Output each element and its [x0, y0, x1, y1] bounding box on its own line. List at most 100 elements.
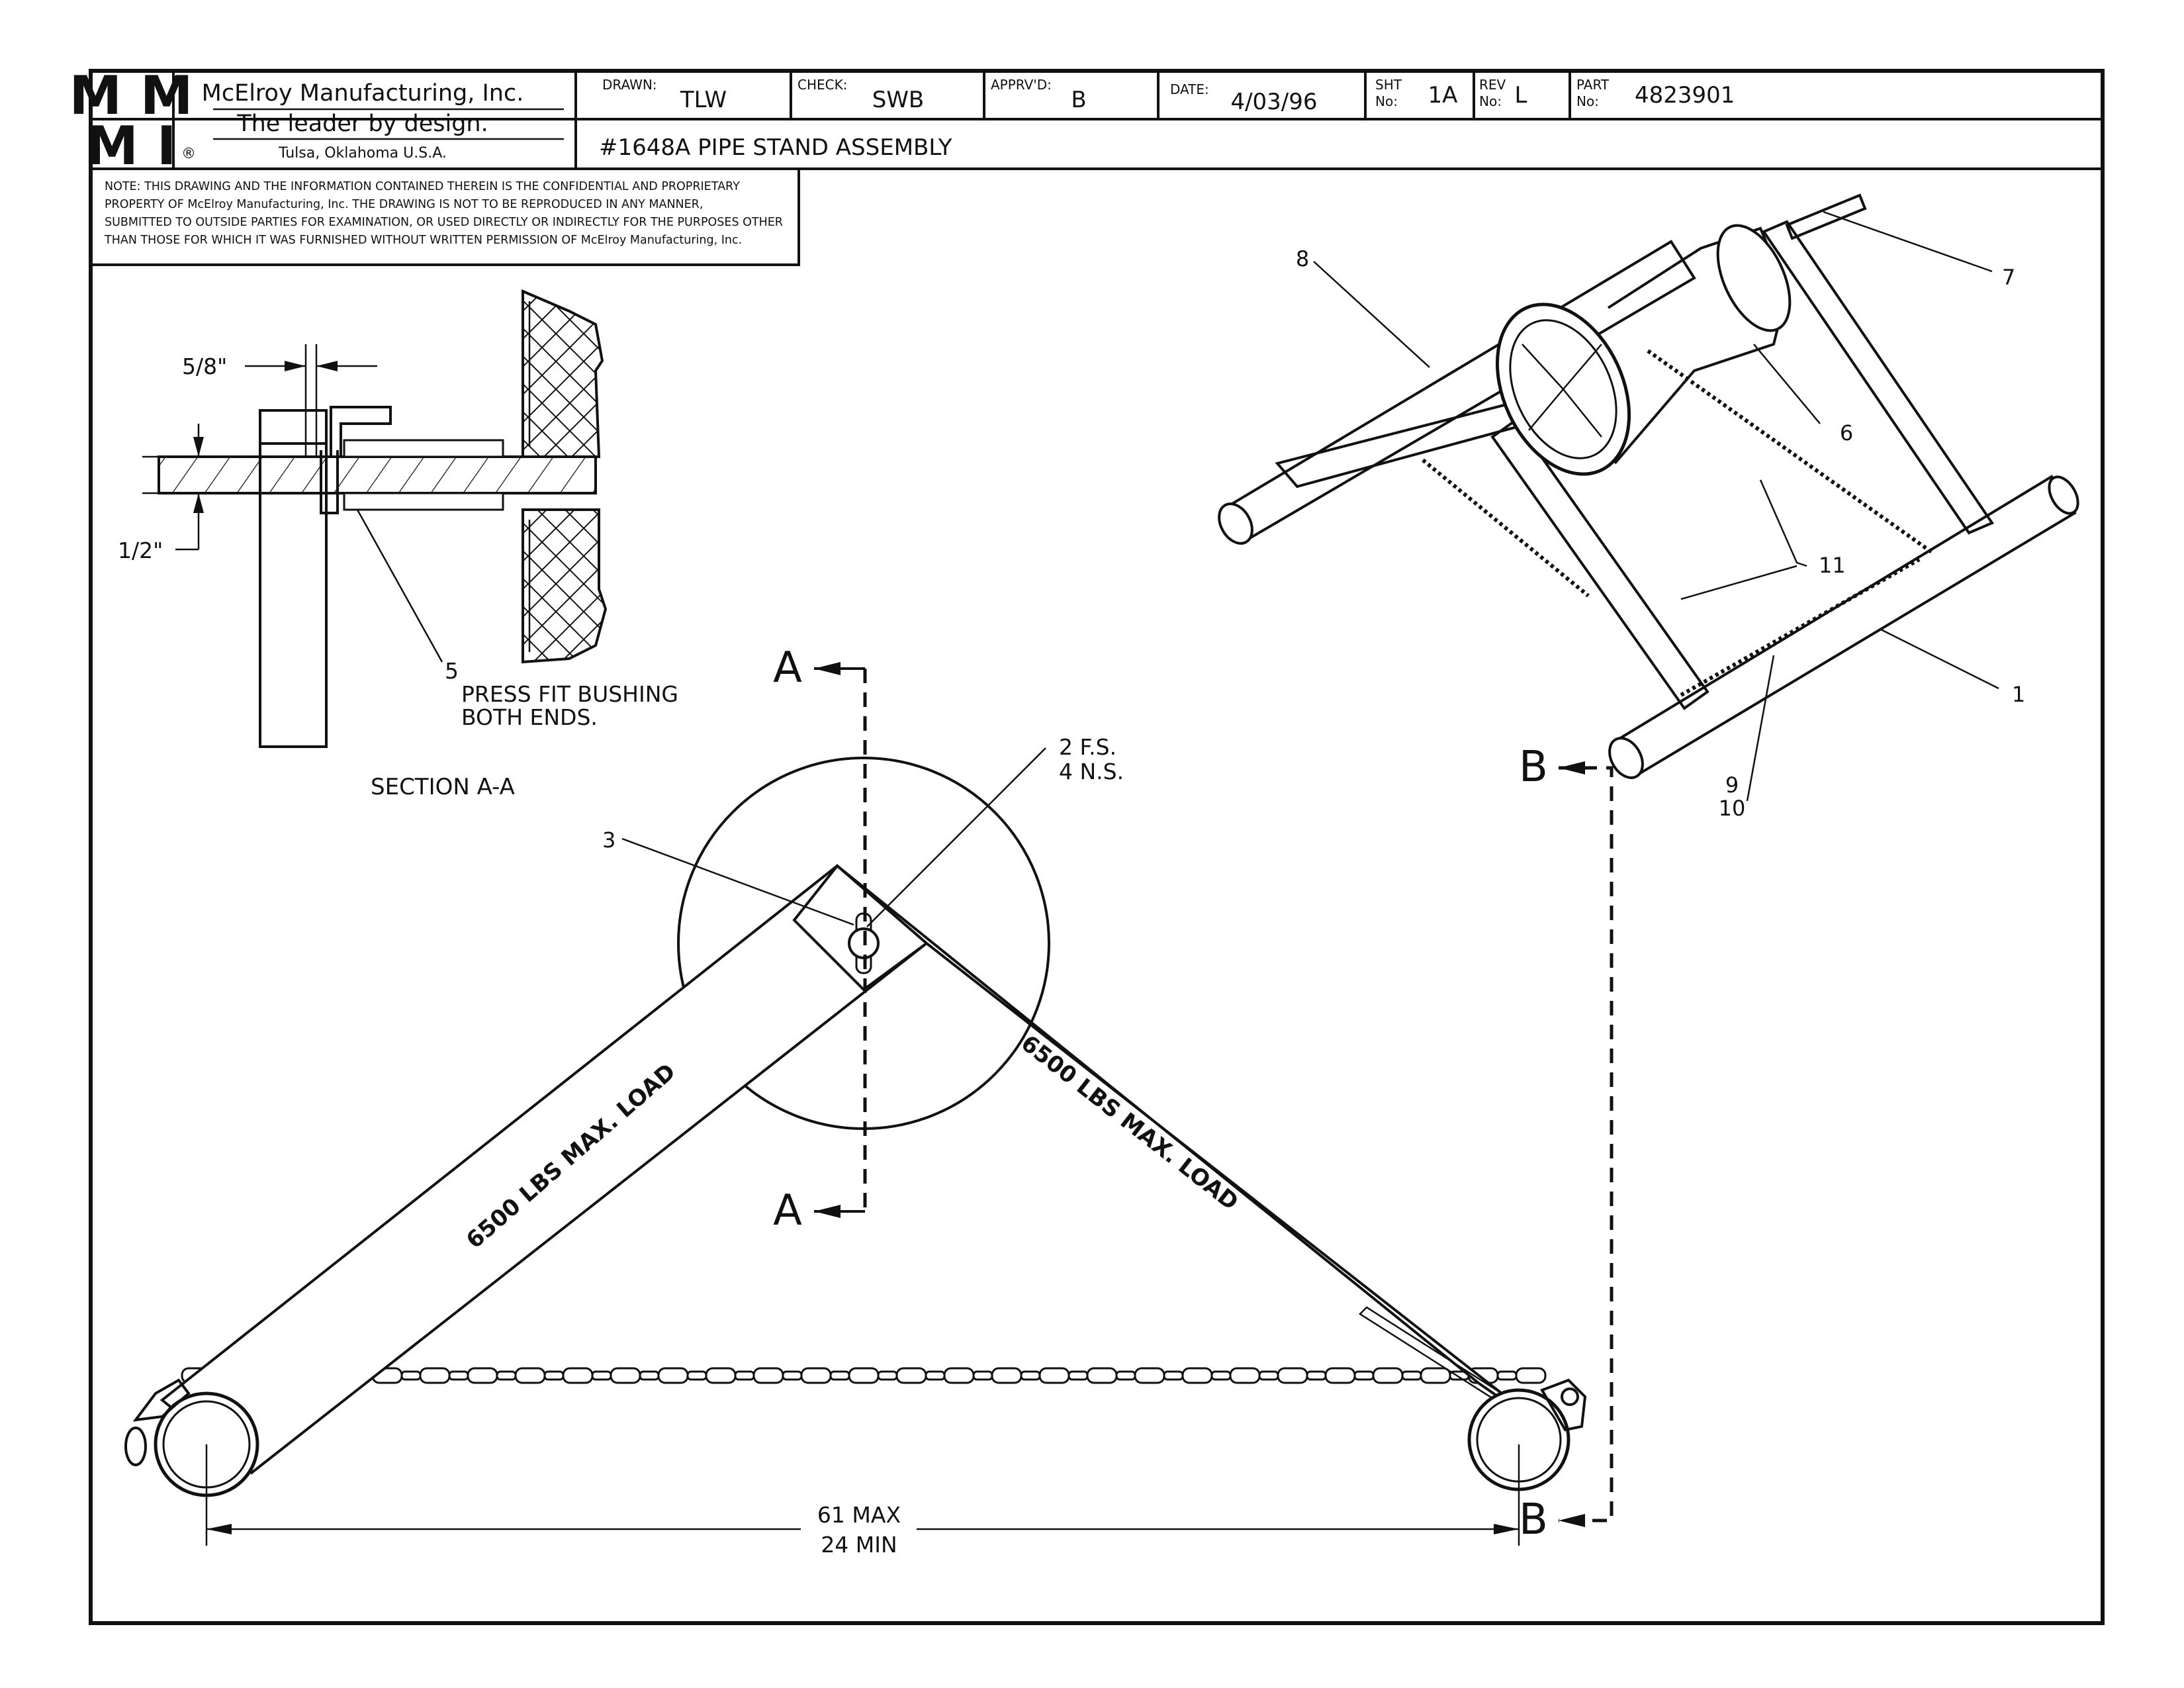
sheet-border — [89, 69, 2105, 1625]
note-line-4: THAN THOSE FOR WHICH IT WAS FURNISHED WI… — [104, 234, 742, 247]
callout-10: 10 — [1719, 796, 1746, 821]
chain-link — [800, 1367, 832, 1384]
check-value: SWB — [872, 87, 925, 113]
chain-link — [895, 1367, 927, 1384]
chain-link — [1068, 1370, 1089, 1381]
section-pin — [158, 455, 597, 494]
rev-value: L — [1515, 82, 1527, 109]
chain-link — [591, 1370, 612, 1381]
callout-5: 5 — [445, 658, 459, 684]
chain-link — [496, 1370, 517, 1381]
chain-link — [1420, 1367, 1451, 1384]
chain-link — [752, 1367, 784, 1384]
chain-link — [925, 1370, 946, 1381]
drawn-label: DRAWN: — [602, 77, 657, 93]
chain-link — [1115, 1370, 1136, 1381]
note-line-3: SUBMITTED TO OUTSIDE PARTIES FOR EXAMINA… — [105, 216, 783, 229]
chain-link — [1086, 1367, 1118, 1384]
chain-link — [610, 1367, 641, 1384]
note-line-2: PROPERTY OF McElroy Manufacturing, Inc. … — [105, 198, 703, 211]
chain-link — [448, 1370, 469, 1381]
drawn-value: TLW — [680, 87, 727, 113]
chain-link — [657, 1367, 689, 1384]
chain-link — [782, 1370, 803, 1381]
sht-label-2: No: — [1375, 93, 1398, 109]
chain-link — [877, 1370, 898, 1381]
chain-link — [972, 1370, 993, 1381]
chain-link — [686, 1370, 707, 1381]
part-number: 4823901 — [1635, 82, 1735, 109]
section-detail: 5/8" 1/2" 5 PRESS FIT BUSHING BOTH ENDS.… — [118, 289, 678, 800]
section-marker-a-top: A — [773, 643, 802, 692]
iso-chain — [1422, 349, 1934, 697]
logo-top-text: M M — [69, 65, 193, 126]
chain-link — [1229, 1367, 1261, 1384]
chain — [181, 1367, 1547, 1384]
date-label: DATE: — [1170, 81, 1209, 97]
right-leg-load-label: 6500 LBS MAX. LOAD — [1016, 1030, 1243, 1216]
part-label-2: No: — [1576, 93, 1599, 109]
apprvd-label: APPRV'D: — [991, 77, 1052, 93]
chain-link — [1401, 1370, 1422, 1381]
iso-roller — [1495, 224, 1792, 476]
chain-link — [1020, 1370, 1041, 1381]
chain-link — [543, 1370, 565, 1381]
callout-11: 11 — [1819, 553, 1846, 578]
chain-link — [639, 1370, 660, 1381]
callout-fasteners-ns: 4 N.S. — [1059, 759, 1124, 784]
section-dim-left: 1/2" — [118, 538, 163, 563]
chain-link — [734, 1370, 755, 1381]
sht-value: 1A — [1428, 82, 1458, 109]
right-leg — [836, 865, 1567, 1444]
bushing-note-line-2: BOTH ENDS. — [461, 704, 598, 730]
callout-1: 1 — [2012, 682, 2025, 707]
dimension-min: 24 MIN — [821, 1532, 897, 1558]
dimension-max: 61 MAX — [817, 1502, 901, 1528]
chain-link — [562, 1367, 594, 1384]
chain-link — [1515, 1367, 1547, 1384]
part-label-1: PART — [1576, 77, 1610, 93]
company-logo: M M M I — [69, 65, 193, 177]
logo-bottom-text: M I — [85, 115, 176, 177]
sht-label-1: SHT — [1375, 77, 1402, 93]
section-caption: SECTION A-A — [371, 774, 515, 800]
callout-9: 9 — [1725, 773, 1739, 798]
iso-front-pipe — [1613, 475, 2077, 776]
chain-link — [1038, 1367, 1070, 1384]
drawing-title: #1648A PIPE STAND ASSEMBLY — [599, 134, 952, 161]
company-location: Tulsa, Oklahoma U.S.A. — [278, 145, 447, 162]
right-pipe-end — [1467, 1378, 1587, 1491]
iso-leg-right — [1761, 220, 1995, 535]
chain-link — [1496, 1370, 1518, 1381]
chain-link — [848, 1367, 880, 1384]
title-block: M M M I ® McElroy Manufacturing, Inc. Th… — [69, 65, 2103, 177]
chain-link — [705, 1367, 737, 1384]
chain-link — [419, 1367, 451, 1384]
section-dim-top: 5/8" — [182, 353, 227, 379]
chain-link — [467, 1367, 498, 1384]
callout-8: 8 — [1296, 246, 1309, 271]
chain-link — [1277, 1367, 1308, 1384]
callout-6: 6 — [1840, 420, 1853, 445]
bushing-note-line-1: PRESS FIT BUSHING — [461, 681, 678, 707]
chain-link — [1258, 1370, 1279, 1381]
chain-link — [400, 1370, 422, 1381]
callout-3: 3 — [602, 827, 615, 853]
rev-label-2: No: — [1479, 93, 1502, 109]
registered-mark: ® — [181, 146, 196, 162]
section-marker-b-top: B — [1519, 743, 1548, 792]
chain-link — [1210, 1370, 1232, 1381]
isometric-view: 8 7 6 11 1 9 10 — [1218, 193, 2079, 821]
check-label: CHECK: — [797, 77, 847, 93]
chain-link — [1353, 1370, 1375, 1381]
chain-link — [1324, 1367, 1356, 1384]
chain-link — [943, 1367, 975, 1384]
section-marker-a-bottom: A — [773, 1186, 802, 1235]
note-line-1: NOTE: THIS DRAWING AND THE INFORMATION C… — [105, 180, 740, 193]
date-value: 4/03/96 — [1230, 89, 1317, 115]
callout-fasteners-fs: 2 F.S. — [1059, 734, 1116, 760]
chain-link — [1181, 1367, 1213, 1384]
company-name: McElroy Manufacturing, Inc. — [202, 80, 524, 107]
rev-label-1: REV — [1479, 77, 1506, 93]
